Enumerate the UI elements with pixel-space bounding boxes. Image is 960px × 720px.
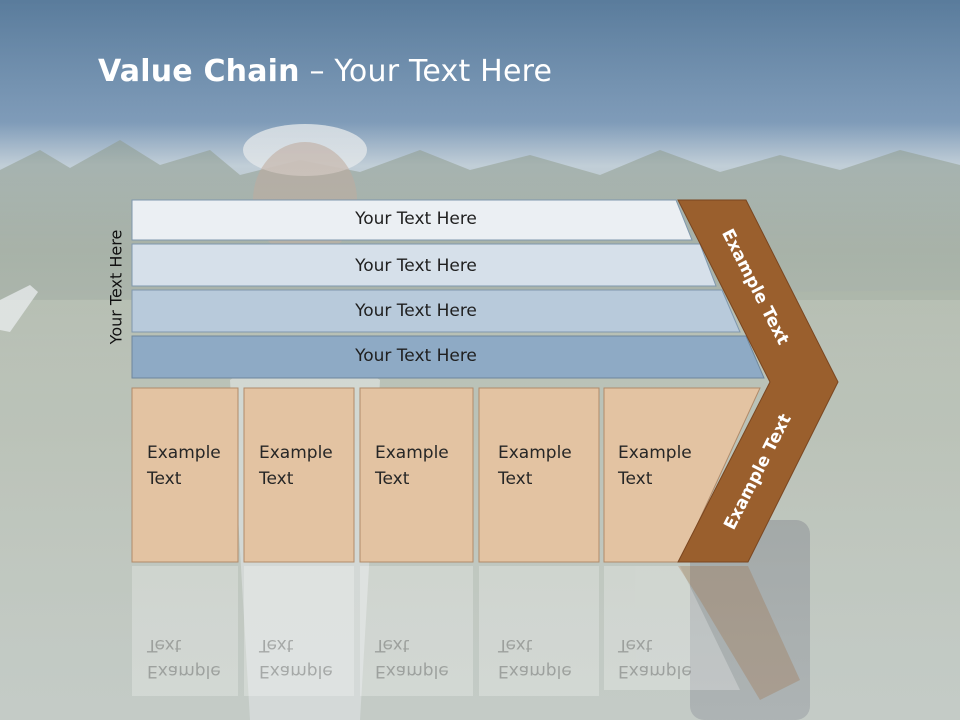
cell-line: Text: [259, 469, 294, 489]
cell-reflection-1: Example Text: [147, 632, 221, 684]
row-label-3: Your Text Here: [355, 301, 477, 321]
side-label: Your Text Here: [106, 229, 126, 345]
cell-line: Text: [618, 635, 653, 655]
cell-line: Example: [259, 661, 333, 681]
cell-line: Text: [259, 635, 294, 655]
row-band-1: [131, 199, 693, 241]
row-band-4: [131, 335, 765, 379]
row-label-4: Your Text Here: [355, 346, 477, 366]
cell-line: Text: [147, 469, 182, 489]
cell-line: Example: [375, 443, 449, 463]
chevron-reflection: [678, 566, 800, 700]
cell-line: Text: [375, 469, 410, 489]
cell-reflection-5: Example Text: [618, 632, 692, 684]
row-band-3: [131, 289, 741, 333]
cell-line: Text: [375, 635, 410, 655]
cell-line: Text: [147, 635, 182, 655]
cell-line: Example: [147, 443, 221, 463]
cell-line: Example: [618, 443, 692, 463]
cell-line: Example: [618, 661, 692, 681]
cell-line: Example: [498, 443, 572, 463]
cell-line: Example: [375, 661, 449, 681]
cell-line: Example: [498, 661, 572, 681]
row-label-2: Your Text Here: [355, 256, 477, 276]
page-title: Value Chain – Your Text Here: [98, 54, 552, 89]
cells-reflection: [132, 566, 740, 696]
cell-reflection-2: Example Text: [259, 632, 333, 684]
cell-box-4: [478, 387, 600, 563]
cell-reflection-4: Example Text: [498, 632, 572, 684]
row-label-1: Your Text Here: [355, 209, 477, 229]
cell-line: Example: [259, 443, 333, 463]
page-title-rest: – Your Text Here: [299, 54, 553, 89]
cell-box-3: [359, 387, 474, 563]
cell-line: Text: [498, 469, 533, 489]
cell-line: Text: [498, 635, 533, 655]
cell-line: Text: [618, 469, 653, 489]
cell-reflection-3: Example Text: [375, 632, 449, 684]
chevron-arrow: [677, 199, 839, 563]
cell-box-1: [131, 387, 239, 563]
page-title-bold: Value Chain: [98, 54, 300, 89]
cell-line: Example: [147, 661, 221, 681]
cell-box-2: [243, 387, 355, 563]
row-band-2: [131, 243, 717, 287]
